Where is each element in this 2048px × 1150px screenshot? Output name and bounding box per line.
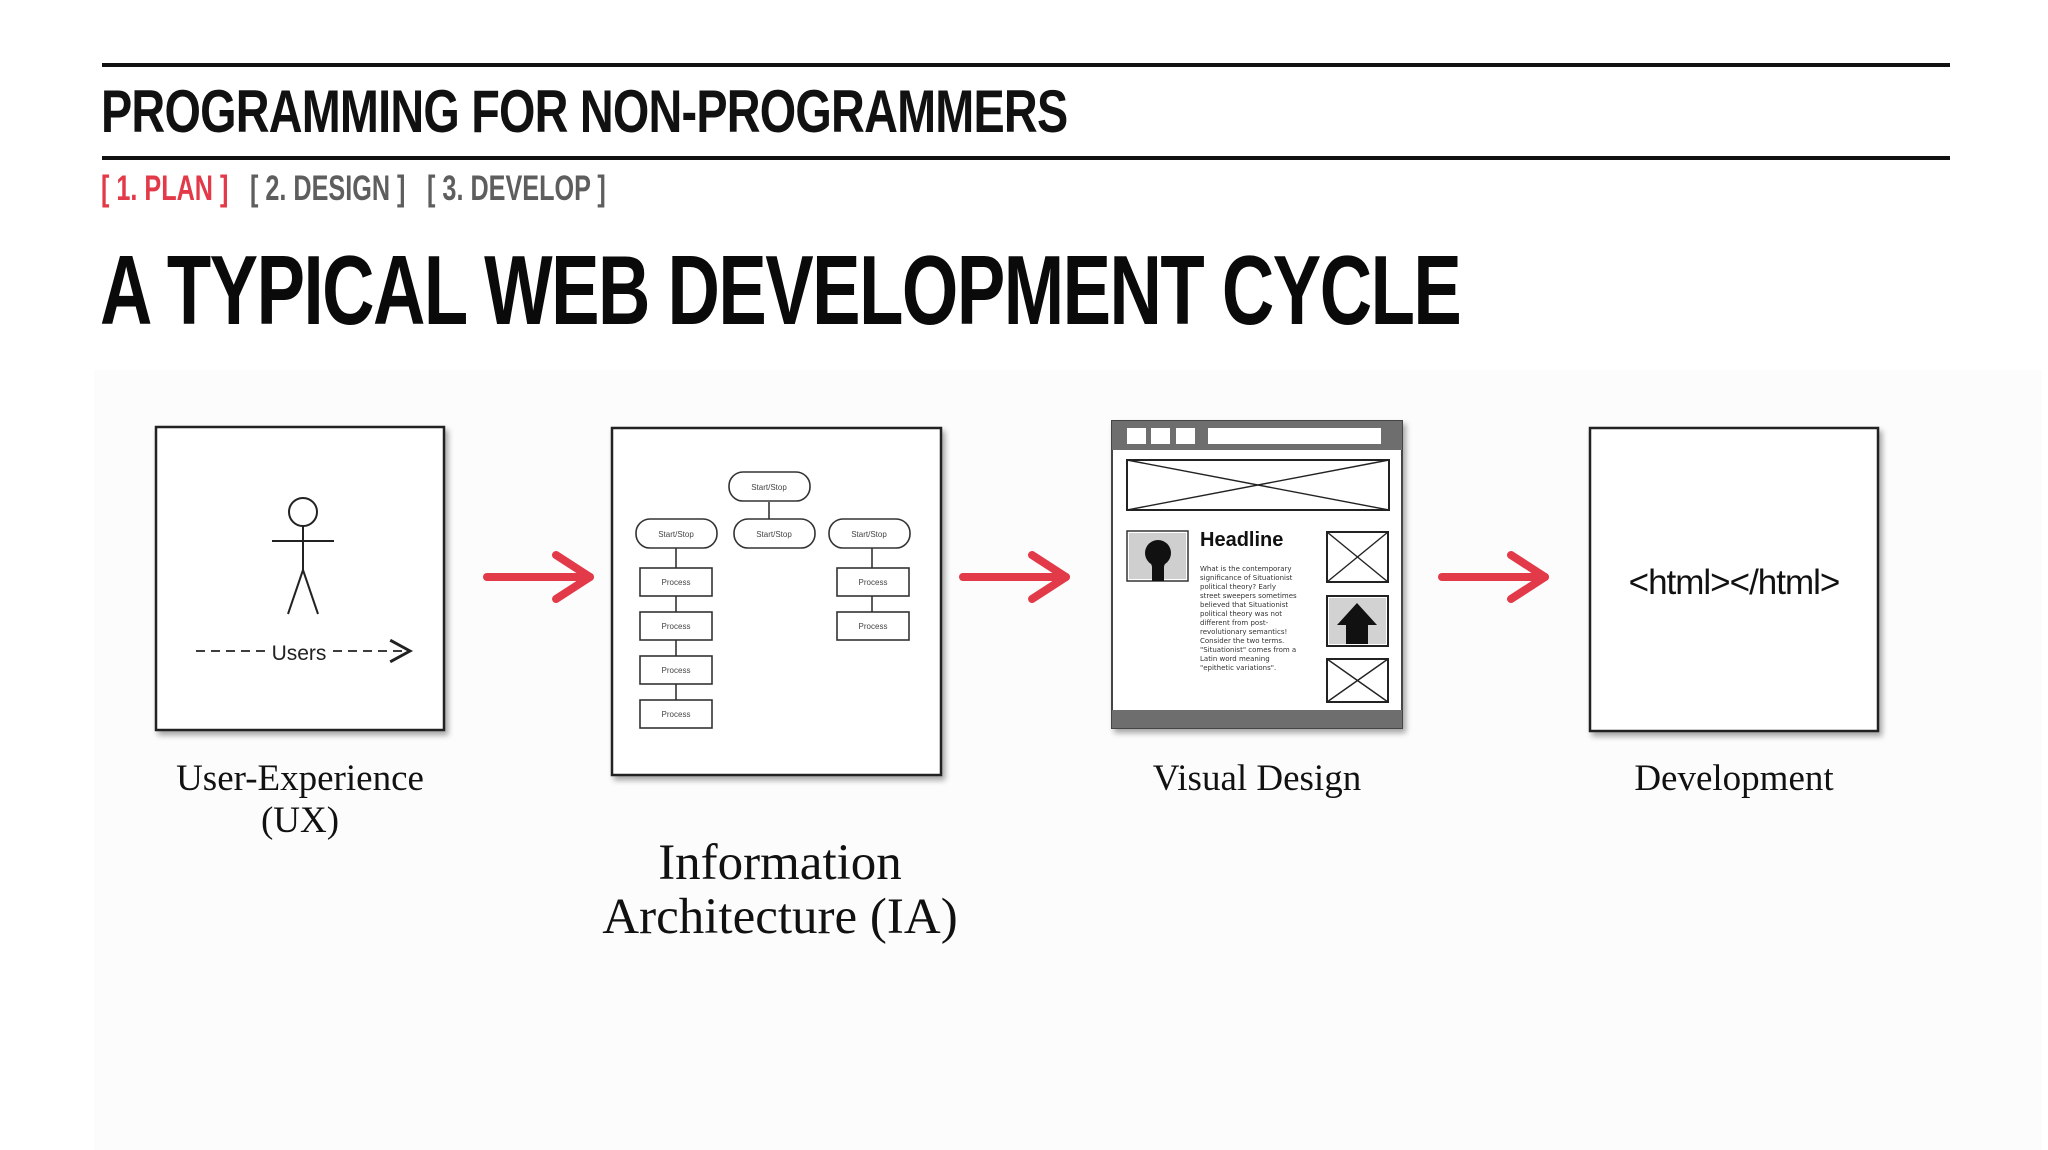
body-line: different from post- (1200, 619, 1269, 627)
caption-ia: Information Architecture (IA) (560, 836, 1000, 944)
body-line: What is the contemporary (1200, 565, 1292, 573)
node-root: Start/Stop (751, 483, 787, 492)
arrow-right-icon (959, 551, 1070, 603)
process-node: Process (859, 578, 888, 587)
body-line: "epithetic variations". (1200, 664, 1276, 672)
breadcrumb-develop[interactable]: [ 3. DEVELOP ] (427, 169, 606, 208)
caption-development: Development (1564, 758, 1904, 800)
code-icon: <html></html> (1629, 563, 1840, 602)
wireframe-headline: Headline (1200, 529, 1283, 551)
body-line: political theory was not (1200, 610, 1282, 618)
body-line: significance of Situationist (1200, 574, 1293, 582)
caption-visual-design: Visual Design (1087, 758, 1427, 800)
body-line: Latin word meaning (1200, 655, 1270, 663)
process-node: Process (662, 622, 691, 631)
body-line: believed that Situationist (1200, 601, 1288, 609)
flowchart-labels: Start/Stop Start/Stop Start/Stop Start/S… (658, 483, 887, 719)
caption-visual-design-line1: Visual Design (1152, 758, 1362, 799)
caption-ia-line2: Architecture (IA) (602, 889, 958, 945)
node-middle: Start/Stop (756, 530, 792, 539)
wireframe-body-text: What is the contemporary significance of… (1200, 565, 1297, 672)
caption-ia-line1: Information (658, 835, 902, 891)
body-line: street sweepers sometimes (1200, 592, 1297, 600)
caption-ux: User-Experience (UX) (120, 758, 480, 842)
users-label: Users (272, 642, 327, 665)
body-line: "Situationist" comes from a (1200, 646, 1296, 654)
caption-development-line1: Development (1634, 758, 1834, 799)
node-left: Start/Stop (658, 530, 694, 539)
wireframe-icon (1112, 421, 1402, 728)
breadcrumb-design[interactable]: [ 2. DESIGN ] (250, 169, 406, 208)
slide-title: A TYPICAL WEB DEVELOPMENT CYCLE (100, 235, 1462, 345)
node-right: Start/Stop (851, 530, 887, 539)
caption-ux-line1: User-Experience (176, 758, 424, 799)
arrow-right-icon (1438, 551, 1549, 603)
ux-card: Users (154, 425, 446, 732)
breadcrumb-plan[interactable]: [ 1. PLAN ] (101, 169, 229, 208)
header-rule (102, 156, 1950, 160)
development-card: <html></html> (1588, 426, 1880, 733)
arrow-right-icon (483, 551, 594, 603)
body-line: Consider the two terms. (1200, 637, 1284, 645)
body-line: political theory? Early (1200, 583, 1276, 591)
stick-figure-icon (272, 497, 334, 615)
caption-ux-line2: (UX) (260, 800, 340, 841)
body-line: revolutionary semantics! (1200, 628, 1287, 636)
course-title: PROGRAMMING FOR NON-PROGRAMMERS (101, 78, 1068, 145)
process-node: Process (859, 622, 888, 631)
ia-card: Start/Stop Start/Stop Start/Stop Start/S… (610, 426, 943, 777)
top-rule (102, 63, 1950, 67)
users-flow: Users (196, 638, 414, 665)
flowchart-icon (635, 471, 911, 729)
visual-design-card: Headline What is the contemporary signif… (1111, 420, 1403, 729)
process-node: Process (662, 710, 691, 719)
process-node: Process (662, 666, 691, 675)
breadcrumb: [ 1. PLAN ] [ 2. DESIGN ] [ 3. DEVELOP ] (101, 171, 627, 207)
process-node: Process (662, 578, 691, 587)
